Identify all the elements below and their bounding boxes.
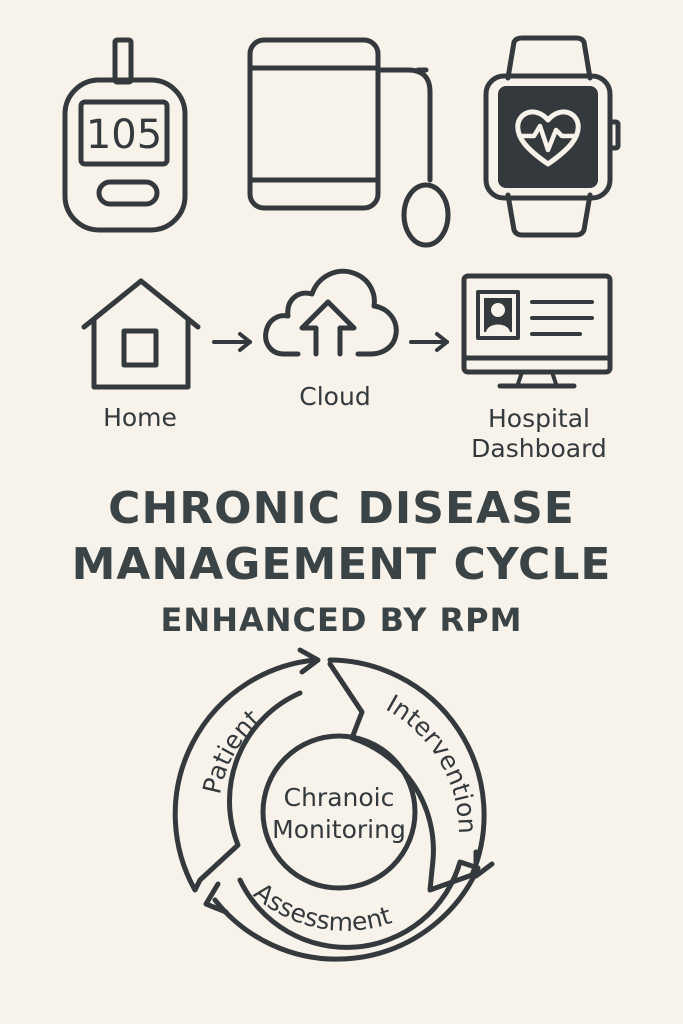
page-title-line1: CHRONIC DISEASE (108, 483, 575, 534)
arrow-right-icon (212, 332, 252, 352)
cloud-label: Cloud (299, 382, 371, 411)
cycle-center-line2: Monitoring (272, 815, 406, 844)
page-subtitle: ENHANCED BY RPM (160, 601, 523, 639)
cloud-upload-icon (263, 268, 399, 357)
hospital-label-line2: Dashboard (471, 434, 607, 463)
smartwatch-heart-icon (483, 35, 621, 238)
cycle-segment-assessment (212, 859, 481, 962)
page-title-line2: MANAGEMENT CYCLE (71, 539, 612, 590)
cycle-center-line1: Chranoic (284, 783, 395, 812)
home-label: Home (103, 403, 177, 432)
cycle-arrow-head-top (297, 647, 321, 675)
glucometer-icon (62, 37, 188, 233)
hospital-label-line1: Hospital (487, 404, 590, 433)
cycle-segment-patient (172, 657, 318, 893)
cycle-center-circle (260, 733, 418, 891)
home-icon (81, 278, 201, 390)
cycle-arrow-head-left (203, 881, 229, 915)
hospital-dashboard-monitor-icon (461, 273, 613, 389)
blood-pressure-monitor-icon (247, 37, 451, 248)
arrow-right-icon-2 (409, 332, 449, 352)
glucometer-reading: 105 (85, 112, 163, 158)
hospital-label: Hospital Dashboard (455, 404, 623, 464)
